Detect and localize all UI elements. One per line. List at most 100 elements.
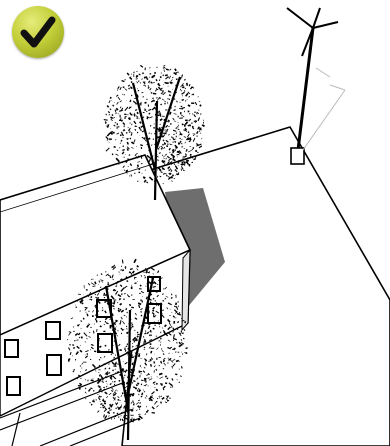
tree-foliage-mark [183,116,184,117]
tree-foliage-mark [179,143,180,144]
tree-foliage-mark [143,131,144,132]
tree-foliage-mark [187,134,189,137]
tree-foliage-mark [129,272,131,273]
tree-foliage-mark [83,318,84,319]
tree-foliage-mark [124,406,125,409]
tree-foliage-mark [102,382,104,383]
tree-foliage-mark [147,272,149,273]
tree-foliage-mark [104,403,105,405]
tree-foliage-mark [91,380,94,381]
tree-foliage-mark [162,91,163,92]
tree-foliage-mark [111,119,113,121]
tree-foliage-mark [117,133,119,134]
tree-foliage-mark [113,117,115,118]
tree-foliage-mark [136,315,137,316]
tree-foliage-mark [145,333,146,334]
tree-foliage-mark [90,388,92,389]
tree-foliage-mark [114,384,115,386]
tree-foliage-mark [182,99,184,100]
tree-foliage-mark [104,414,105,417]
tree-foliage-mark [189,120,190,121]
tree-foliage-mark [129,88,130,89]
tree-foliage-mark [150,302,151,303]
tree-foliage-mark [133,101,136,104]
tree-foliage-mark [198,97,199,98]
tree-foliage-mark [151,351,152,353]
tree-foliage-mark [140,145,143,146]
tree-foliage-mark [99,290,100,292]
tree-foliage-mark [190,87,192,89]
tree-foliage-mark [161,310,162,311]
checkmark-icon [12,6,64,58]
tree-foliage-mark [186,348,188,349]
tree-foliage-mark [185,154,186,155]
tree-foliage-mark [163,65,165,66]
tree-foliage-mark [90,402,91,403]
tree-foliage-mark [133,404,134,406]
tree-foliage-mark [171,154,175,157]
tree-foliage-mark [113,393,114,394]
tree-foliage-mark [185,128,186,129]
tree-foliage-mark [163,294,164,295]
tree-foliage-mark [74,348,75,349]
tree-foliage-mark [140,82,141,83]
tree-foliage-mark [110,333,111,334]
tree-foliage-mark [145,85,146,86]
tree-foliage-mark [167,129,168,131]
tree-foliage-mark [155,300,156,301]
tree-foliage-mark [144,139,146,142]
tree-foliage-mark [110,300,112,301]
tree-foliage-mark [177,174,178,175]
tree-foliage-mark [123,130,125,131]
tree-foliage-mark [135,153,137,155]
tree-foliage-mark [174,164,175,165]
tree-foliage-mark [157,99,158,101]
tree-foliage-mark [106,397,107,398]
tree-foliage-mark [139,388,140,389]
tree-foliage-mark [184,162,185,163]
tree-foliage-mark [196,143,198,145]
tree-foliage-mark [181,169,182,171]
tree-foliage-mark [162,172,163,173]
tree-foliage-mark [114,302,115,304]
tree-foliage-mark [179,382,180,383]
tree-foliage-mark [137,89,138,90]
tree-foliage-mark [182,74,183,77]
tree-foliage-mark [139,74,141,75]
tree-foliage-mark [125,89,128,91]
tree-foliage-mark [176,360,179,361]
tree-foliage-mark [190,156,191,158]
tree-foliage-mark [158,305,159,306]
tree-foliage-mark [122,150,124,151]
tree-foliage-mark [110,376,112,378]
tree-foliage-mark [179,160,180,162]
tree-foliage-mark [120,87,121,90]
tree-foliage-mark [126,370,127,371]
tree-foliage-mark [157,398,158,399]
tree-foliage-mark [174,114,177,115]
tree-foliage-mark [114,300,115,302]
tree-foliage-mark [106,301,107,302]
tree-foliage-mark [184,155,186,157]
tree-foliage-mark [116,158,119,162]
tree-foliage-mark [95,315,96,316]
tree-foliage-mark [153,139,154,140]
tree-foliage-mark [163,354,164,355]
tree-foliage-mark [173,316,175,317]
tree-foliage-mark [135,339,136,341]
tree-foliage-mark [140,285,141,286]
tree-foliage-mark [173,139,174,140]
tree-foliage-mark [176,132,177,133]
tree-foliage-mark [137,266,139,267]
tree-foliage-mark [146,77,147,79]
tree-foliage-mark [181,366,182,368]
tree-foliage-mark [119,400,121,401]
tree-foliage-mark [150,359,152,360]
tree-foliage-mark [140,122,141,124]
tree-foliage-mark [109,410,111,411]
tree-foliage-mark [129,132,131,133]
tree-foliage-mark [193,133,194,134]
tree-foliage-mark [157,160,159,161]
tree-foliage-mark [131,134,132,135]
tree-foliage-mark [177,101,178,103]
